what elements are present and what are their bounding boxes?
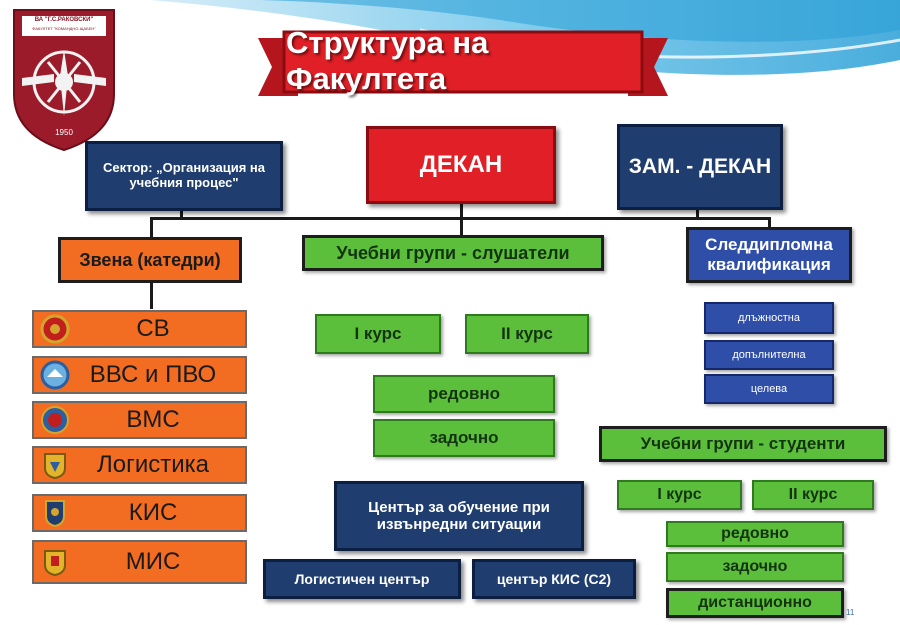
- connector-postgraduate: [768, 217, 771, 227]
- unit-label: ВВС и ПВО: [89, 361, 217, 388]
- students-remote: дистанционно: [666, 588, 844, 618]
- listener-groups-box: Учебни групи - слушатели: [302, 235, 604, 271]
- students-regular: редовно: [666, 521, 844, 547]
- cis-center: център КИС (С2): [472, 559, 636, 599]
- logo-year: 1950: [55, 128, 73, 137]
- page-title: Структура на Факултета: [286, 25, 489, 96]
- connector-units: [150, 283, 153, 309]
- logo-sub-text: ФАКУЛТЕТ "КОМАНДНО-ЩАБЕН": [32, 26, 96, 31]
- navy-emblem-icon: [41, 406, 69, 434]
- unit-label: Логистика: [96, 451, 210, 478]
- listeners-course-1: I курс: [315, 314, 441, 354]
- cis-emblem-icon: [45, 500, 65, 528]
- connector-dean: [460, 203, 463, 218]
- page-number: 11: [846, 608, 855, 617]
- title-banner: [258, 30, 668, 96]
- deputy-dean-box: ЗАМ. - ДЕКАН: [617, 124, 783, 210]
- listeners-course-2: II курс: [465, 314, 589, 354]
- unit-air-force: ВВС и ПВО: [32, 356, 247, 394]
- qualification-position: длъжностна: [704, 302, 834, 334]
- land-forces-emblem-icon: [40, 314, 70, 344]
- connector-deputy: [696, 208, 699, 218]
- unit-label: ВМС: [126, 406, 180, 433]
- unit-mis: МИС: [32, 540, 247, 584]
- logo-top-text: ВА "Г.С.РАКОВСКИ": [34, 17, 94, 23]
- unit-logistics: Логистика: [32, 446, 247, 484]
- dean-box: ДЕКАН: [366, 126, 556, 204]
- qualification-additional: допълнителна: [704, 340, 834, 370]
- logistics-center: Логистичен център: [263, 559, 461, 599]
- students-distance: задочно: [666, 552, 844, 582]
- unit-navy: ВМС: [32, 401, 247, 439]
- emergency-training-center: Център за обучение при извънредни ситуац…: [334, 481, 584, 551]
- postgraduate-box: Следдипломна квалификация: [686, 227, 852, 283]
- unit-label: МИС: [125, 548, 181, 575]
- connector-listeners: [460, 217, 463, 235]
- listeners-regular: редовно: [373, 375, 555, 413]
- connector-departments: [150, 217, 153, 237]
- unit-cis: КИС: [32, 494, 247, 532]
- air-force-emblem-icon: [40, 360, 70, 390]
- logistics-emblem-icon: [44, 453, 66, 480]
- student-groups-box: Учебни групи - студенти: [599, 426, 887, 462]
- unit-label: СВ: [136, 315, 170, 342]
- academy-logo: [13, 9, 115, 152]
- departments-box: Звена (катедри): [58, 237, 242, 283]
- qualification-targeted: целева: [704, 374, 834, 404]
- connector-sector: [180, 210, 183, 220]
- students-course-1: I курс: [617, 480, 742, 510]
- students-course-2: II курс: [752, 480, 874, 510]
- unit-label: КИС: [128, 499, 178, 526]
- sector-box: Сектор: „Организация на учебния процес": [85, 141, 283, 211]
- listeners-distance: задочно: [373, 419, 555, 457]
- mis-emblem-icon: [44, 550, 66, 577]
- unit-sv: СВ: [32, 310, 247, 348]
